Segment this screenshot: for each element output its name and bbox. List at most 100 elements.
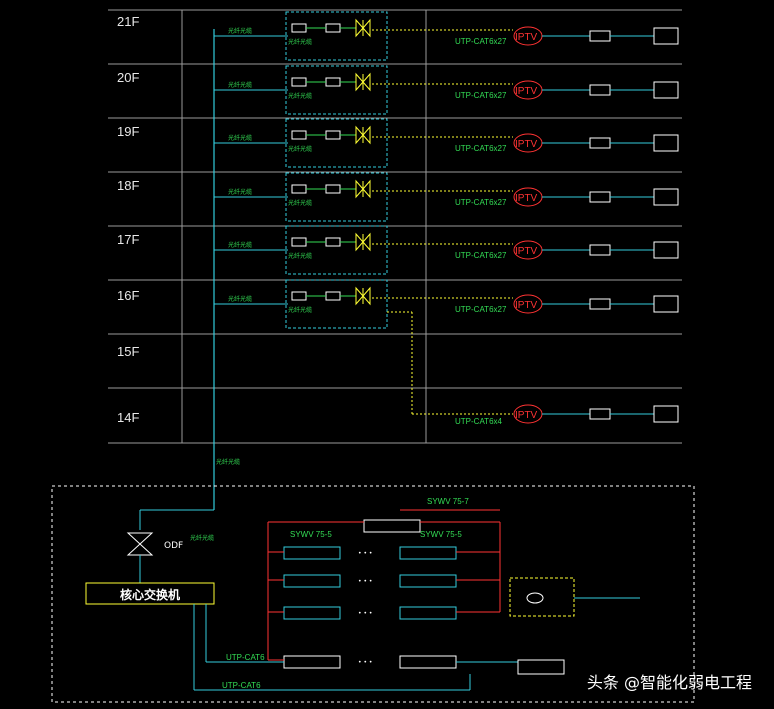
rack-label: 光纤光缆	[288, 145, 312, 153]
floor-label: 15F	[117, 344, 140, 359]
backbone-label: 光纤光缆	[216, 458, 240, 466]
feed-label: 光纤光缆	[228, 134, 252, 142]
feed-label: 光纤光缆	[228, 241, 252, 249]
odf-box	[291, 291, 307, 301]
floor-rack-box	[285, 11, 388, 61]
syv-label: SYWV 75-5	[290, 530, 332, 539]
core-switch-label: 核心交换机	[120, 587, 180, 602]
iptv-label: IPTV	[515, 193, 538, 204]
set-top-box	[589, 30, 611, 42]
rack-label: 光纤光缆	[288, 92, 312, 100]
ellipsis: • • •	[358, 610, 372, 617]
odf-box	[291, 77, 307, 87]
floor-label: 20F	[117, 70, 140, 85]
iptv-label: IPTV	[515, 410, 538, 421]
odf-note: 光纤光缆	[190, 534, 214, 542]
distribution-frame-icon	[355, 179, 371, 199]
amplifier-box	[399, 574, 457, 588]
floor-rack-box	[285, 279, 388, 329]
odf-box	[291, 237, 307, 247]
distribution-frame-icon	[355, 18, 371, 38]
rack-label: 光纤光缆	[288, 38, 312, 46]
floor-label: 16F	[117, 288, 140, 303]
iptv-label: IPTV	[515, 32, 538, 43]
floor-label: 14F	[117, 410, 140, 425]
drop-cable-label: UTP-CAT6x4	[455, 417, 503, 426]
amplifier-box	[283, 574, 341, 588]
floor-cable-label: UTP-CAT6x27	[455, 37, 507, 46]
distribution-frame-icon	[355, 72, 371, 92]
set-top-box	[589, 244, 611, 256]
switch-box	[325, 130, 341, 140]
floor-cable-label: UTP-CAT6x27	[455, 91, 507, 100]
tv-box	[653, 188, 679, 206]
switch-box	[325, 291, 341, 301]
set-top-box	[589, 137, 611, 149]
tv-box	[653, 27, 679, 45]
distribution-frame-icon	[355, 286, 371, 306]
floor-cable-label: UTP-CAT6x27	[455, 251, 507, 260]
odf-box	[291, 184, 307, 194]
iptv-label: IPTV	[515, 139, 538, 150]
floor-rack-box	[285, 65, 388, 115]
syv-label: SYWV 75-5	[420, 530, 462, 539]
odf-box	[291, 130, 307, 140]
ellipsis: • • •	[358, 659, 372, 666]
core-switch	[85, 582, 215, 605]
utp-label: UTP-CAT6	[226, 653, 265, 662]
floor-cable-label: UTP-CAT6x27	[455, 305, 507, 314]
floor-cable-label: UTP-CAT6x27	[455, 144, 507, 153]
switch-box	[325, 23, 341, 33]
utp-label: UTP-CAT6	[222, 681, 261, 690]
set-top-box	[589, 408, 611, 420]
tv-box	[653, 81, 679, 99]
amplifier-box	[399, 606, 457, 620]
headend-box	[363, 519, 421, 533]
floor-rack-box	[285, 172, 388, 222]
feed-label: 光纤光缆	[228, 295, 252, 303]
iptv-label: IPTV	[515, 300, 538, 311]
floor-label: 18F	[117, 178, 140, 193]
iptv-label: IPTV	[515, 246, 538, 257]
floor-rack-box	[285, 118, 388, 168]
ellipsis: • • •	[358, 550, 372, 557]
switch-box	[325, 237, 341, 247]
distribution-frame-icon	[355, 232, 371, 252]
tv-box	[653, 241, 679, 259]
tv-box	[653, 134, 679, 152]
tv-box	[653, 405, 679, 423]
switch-box	[325, 77, 341, 87]
watermark: 头条 @智能化弱电工程	[586, 673, 752, 692]
feed-label: 光纤光缆	[228, 27, 252, 35]
floor-rack-box	[285, 225, 388, 275]
switch-box	[325, 184, 341, 194]
distribution-frame-icon	[355, 125, 371, 145]
floor-label: 19F	[117, 124, 140, 139]
odf-box	[291, 23, 307, 33]
set-top-box	[589, 191, 611, 203]
floor-cable-label: UTP-CAT6x27	[455, 198, 507, 207]
floor-label: 21F	[117, 14, 140, 29]
odf-label: ODF	[164, 541, 183, 551]
iptv-label: IPTV	[515, 86, 538, 97]
amplifier-box	[283, 606, 341, 620]
rack-label: 光纤光缆	[288, 199, 312, 207]
feed-label: 光纤光缆	[228, 188, 252, 196]
rack-label: 光纤光缆	[288, 306, 312, 314]
set-top-box	[589, 84, 611, 96]
odf-icon	[126, 532, 154, 556]
matrix-box	[517, 659, 565, 675]
access-switch	[399, 655, 457, 669]
rack-label: 光纤光缆	[288, 252, 312, 260]
amplifier-box	[399, 546, 457, 560]
tv-box	[653, 295, 679, 313]
access-switch	[283, 655, 341, 669]
syv-label: SYWV 75-7	[427, 497, 469, 506]
equipment-room-boundary	[51, 485, 695, 703]
floor-label: 17F	[117, 232, 140, 247]
ellipsis: • • •	[358, 578, 372, 585]
amplifier-box	[283, 546, 341, 560]
satellite-receiver	[509, 577, 575, 617]
feed-label: 光纤光缆	[228, 81, 252, 89]
